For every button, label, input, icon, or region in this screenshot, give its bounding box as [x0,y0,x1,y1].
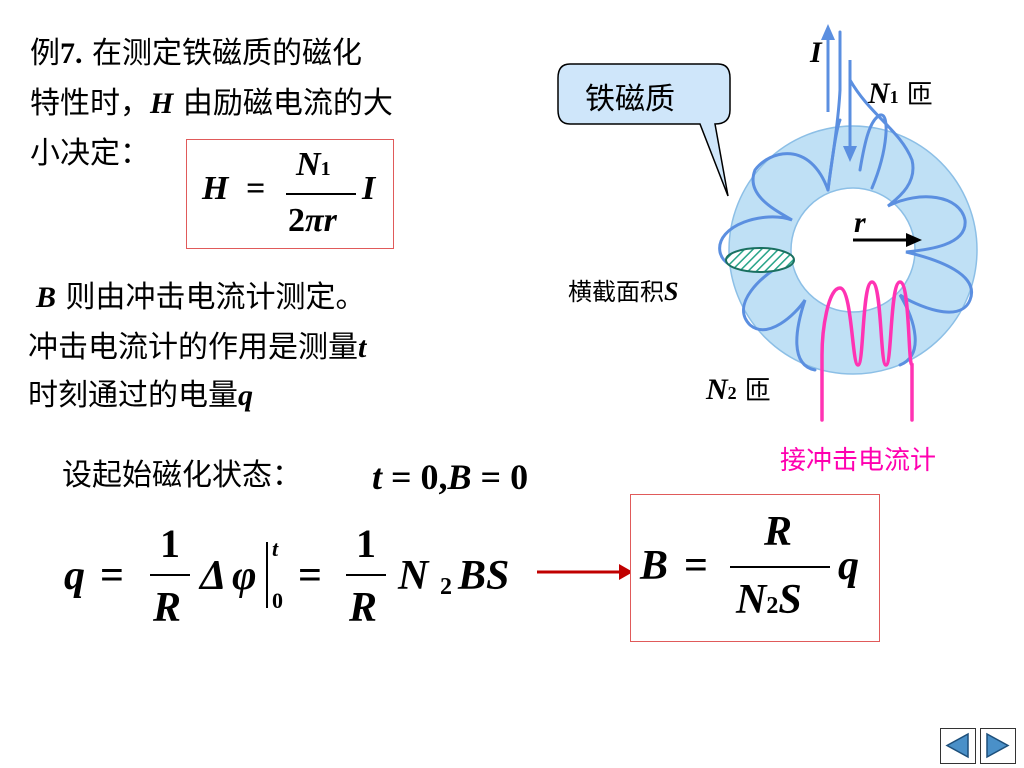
cross-section-label: 横截面积S [568,272,678,307]
formula-H-pi: π [305,202,324,239]
callout-bubble [557,63,731,197]
initial-state-label: 设起始磁化状态： [62,458,302,493]
b-text-1: 则由冲击电流计测定。 [56,280,366,315]
b-line-3: 时刻通过的电量q [28,378,253,414]
formula-B-bar [730,566,830,568]
initial-state-formula: t = 0,B = 0 [372,456,528,498]
example-text-1: 在测定铁磁质的磁化 [82,36,363,71]
radius-arrowhead [906,233,922,247]
initial-eq-1: = [382,457,421,497]
formula-q-delta: Δ [200,553,227,599]
formula-q-R-2: R [349,585,378,631]
example-text-3: 小决定： [30,136,150,171]
cross-section-ellipse [725,247,795,273]
prev-slide-button[interactable] [940,728,976,764]
example-line-3: 小决定： [30,136,150,172]
next-slide-button[interactable] [980,728,1016,764]
formula-q-BS: BS [458,553,510,599]
initial-t: t [372,457,383,497]
example-number: 7. [60,37,83,70]
triangle-left-icon [945,732,969,759]
n1-sub: 1 [889,87,899,107]
formula-B-N: N [736,577,767,623]
current-label: I [810,36,822,69]
formula-q-q: q [64,553,85,599]
initial-eq-2: = [471,457,511,497]
n2-unit: 匝 [744,376,771,406]
formula-B-box [630,494,880,642]
symbol-H: H [150,87,174,120]
formula-q-eval-bar [266,542,268,608]
formula-H-equals: = [246,170,266,207]
cross-section-S: S [664,277,679,306]
symbol-q: q [238,379,253,412]
formula-q-bar-1 [150,574,190,576]
initial-zero-2: 0 [510,457,529,497]
example-label: 例 [30,36,60,71]
formula-B-N-sub: 2 [766,593,779,619]
formula-B-B: B [640,543,669,589]
triangle-right-icon [986,732,1010,759]
formula-H-lhs: H [202,170,229,207]
toroid-diagram [557,24,978,422]
secondary-winding [820,280,914,422]
example-text-2b: 由励磁电流的大 [173,86,393,121]
b-line-1: B 则由冲击电流计测定。 [36,280,366,316]
formula-q-upper-limit: t [272,536,279,561]
b-line-2: 冲击电流计的作用是测量t [28,330,366,366]
formula-q-one-1: 1 [160,521,180,566]
formula-q-bar-2 [346,574,386,576]
example-text-2a: 特性时， [30,86,150,121]
symbol-t: t [358,331,367,364]
formula-q-N-sub: 2 [440,574,452,600]
formula-q-phi: φ [232,553,257,599]
n2-sub: 2 [727,383,737,403]
formula-q-one-2: 1 [356,521,376,566]
formula-q-eq-2: = [298,553,322,599]
formula-H-N: N [296,146,321,183]
formula-q-N: N [398,553,429,599]
cross-section-text: 横截面积 [568,278,664,306]
formula-H-r: r [323,202,337,239]
formula-q-lower-limit: 0 [272,588,283,613]
formula-B-denominator: N2S [736,576,802,624]
formula-B-S: S [778,577,802,623]
symbol-B: B [36,281,57,314]
radius-label: r [854,206,866,239]
example-line-1: 例7. 在测定铁磁质的磁化 [30,36,362,72]
n2-symbol: N [706,373,728,406]
formula-B-q: q [838,543,859,589]
b-text-3: 时刻通过的电量 [28,378,238,413]
formula-H-I: I [362,170,376,207]
formula-H-denominator: 2πr [288,200,337,240]
result-arrow [537,564,633,580]
formula-q-eq-1: = [100,553,124,599]
formula-H-N-sub: 1 [320,158,331,180]
initial-zero-1: 0, [420,457,448,497]
n1-symbol: N [868,77,890,110]
callout-label: 铁磁质 [585,82,675,117]
formula-H-2: 2 [288,202,305,239]
formula-H-fraction-bar [286,193,356,195]
galvanometer-label: 接冲击电流计 [780,446,937,476]
formula-B-R: R [764,509,793,555]
formula-q-R-1: R [153,585,182,631]
formula-B-eq: = [684,543,708,589]
formula-H-numerator: N1 [296,146,331,184]
example-line-2: 特性时，H 由励磁电流的大 [30,86,393,122]
current-arrows [821,24,857,162]
b-text-2: 冲击电流计的作用是测量 [28,330,358,365]
initial-B: B [447,457,472,497]
n1-unit: 匝 [906,80,933,110]
